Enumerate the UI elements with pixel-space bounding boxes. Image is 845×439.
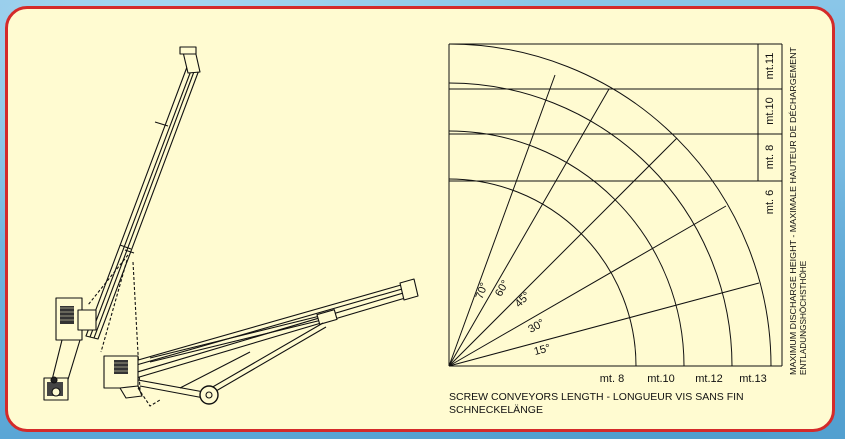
x-axis-title-line2: SCHNECKELÄNGE	[449, 404, 543, 416]
lowered-conveyor-tube	[109, 278, 419, 385]
angle-label-15: 15°	[533, 342, 552, 358]
raised-conveyor-tube	[85, 46, 201, 340]
length-label-mt8: mt. 8	[600, 373, 624, 385]
length-label-mt12: mt.12	[695, 373, 723, 385]
height-label-mt10: mt.10	[764, 97, 776, 125]
ray-15deg	[448, 282, 760, 367]
carriage	[137, 322, 327, 405]
y-axis-title: MAXIMUM DISCHARGE HEIGHT - MAXIMALE HAUT…	[788, 47, 808, 375]
length-label-mt10: mt.10	[647, 373, 675, 385]
ray-45deg	[448, 137, 678, 367]
ray-30deg	[448, 205, 727, 367]
height-label-mt11: mt.11	[764, 53, 776, 80]
angle-labels: 70° 60° 45° 30° 15°	[474, 278, 552, 358]
angle-label-60: 60°	[493, 278, 512, 298]
height-label-mt8: mt. 8	[764, 145, 776, 169]
x-axis-title-line1: SCREW CONVEYORS LENGTH - LONGUEUR VIS SA…	[449, 391, 744, 403]
height-labels: mt.11 mt.10 mt. 8 mt. 6	[764, 53, 776, 215]
x-axis-title: SCREW CONVEYORS LENGTH - LONGUEUR VIS SA…	[449, 391, 744, 416]
length-label-mt13: mt.13	[739, 373, 767, 385]
y-axis-title-line1: MAXIMUM DISCHARGE HEIGHT - MAXIMALE HAUT…	[788, 47, 798, 375]
ray-60deg	[448, 88, 610, 367]
raised-conveyor-hopper	[43, 297, 97, 401]
height-label-mt6: mt. 6	[764, 190, 776, 214]
range-chart	[448, 43, 783, 367]
y-axis-title-line2: ENTLADUNGSHÖCHSTHÖHE	[798, 260, 808, 375]
conveyor-illustration	[43, 46, 419, 407]
angle-label-45: 45°	[513, 290, 533, 310]
ray-70deg	[448, 74, 556, 367]
length-labels: mt. 8 mt.10 mt.12 mt.13	[600, 373, 767, 385]
angle-label-70: 70°	[474, 281, 491, 301]
lowered-conveyor-hopper	[103, 355, 161, 407]
